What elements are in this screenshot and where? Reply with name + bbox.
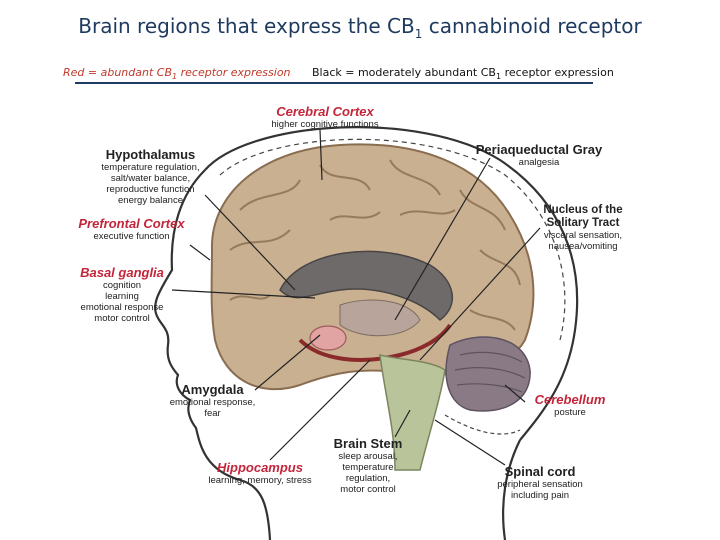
cortex-dashed-outline xyxy=(219,138,566,341)
cortex-gyri xyxy=(229,159,521,331)
cerebellum-folia xyxy=(454,351,526,393)
page-title: Brain regions that express the CB1 canna… xyxy=(78,14,642,41)
neck-back xyxy=(502,439,521,540)
amygdala-shape xyxy=(309,325,347,351)
legend-red: Red = abundant CB1 receptor expression xyxy=(63,66,291,82)
cerebellum-shape xyxy=(445,336,531,412)
leader-lines xyxy=(171,129,541,466)
legend-black: Black = moderately abundant CB1 receptor… xyxy=(312,66,614,82)
legend-divider xyxy=(75,82,593,84)
face-profile xyxy=(154,169,272,540)
hippocampus-shape xyxy=(298,323,452,362)
brain-stem-shape xyxy=(379,354,446,471)
spinal-cord-outline xyxy=(444,414,521,435)
head-outline xyxy=(204,126,579,441)
thalamus xyxy=(339,299,421,337)
lateral-ventricle xyxy=(279,250,454,321)
